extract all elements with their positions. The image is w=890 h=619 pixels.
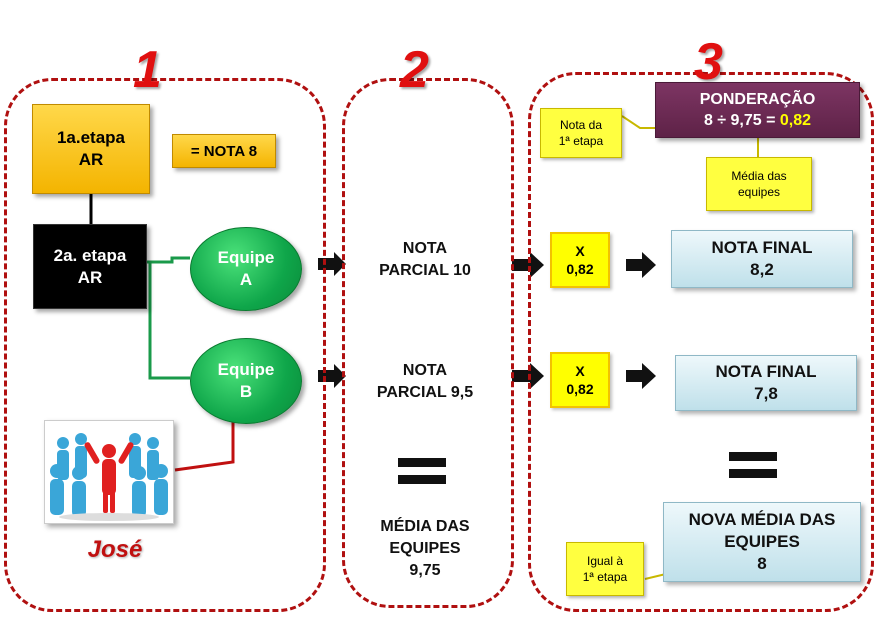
- panel-1-number: 1: [133, 41, 162, 99]
- stage2-line1: 2a. etapa: [53, 245, 127, 265]
- person-name: José: [87, 536, 143, 563]
- ponderacao-box: PONDERAÇÃO 8 ÷ 9,75 = 0,82: [655, 82, 860, 138]
- team-b-line2: B: [239, 382, 253, 401]
- new-mean-line1: NOVA MÉDIA DAS: [688, 510, 836, 529]
- arrow-multB-final: [626, 363, 656, 389]
- connector-jose-teamB: [174, 420, 235, 472]
- final-a-box: NOTA FINAL 8,2: [671, 230, 853, 288]
- partial-b-line2: PARCIAL 9,5: [376, 384, 474, 401]
- final-a-value: 8,2: [750, 260, 774, 279]
- arrow-teamB-partial: [318, 364, 346, 388]
- arrow-teamA-partial: [318, 252, 346, 276]
- mult-a-box: X 0,82: [550, 232, 610, 288]
- team-a-ellipse: Equipe A: [190, 227, 302, 311]
- stage2-box: 2a. etapa AR: [33, 224, 147, 309]
- final-a-label: NOTA FINAL: [711, 238, 813, 257]
- partial-a: NOTA PARCIAL 10: [350, 236, 500, 284]
- callout-igual-line1: Igual à: [586, 554, 624, 568]
- partial-b-line1: NOTA: [402, 362, 448, 379]
- arrow-partialB-mult: [512, 363, 544, 389]
- stage1-line1: 1a.etapa: [56, 128, 126, 147]
- people-image: [44, 420, 174, 524]
- callout-nota-line2: 1ª etapa: [558, 134, 604, 148]
- callout-igual-etapa1: Igual à 1ª etapa: [566, 542, 644, 596]
- new-mean-value: 8: [757, 554, 767, 573]
- stage2-line2: AR: [77, 267, 103, 287]
- callout-pointer-nota: [621, 115, 655, 129]
- callout-media-equipes: Média das equipes: [706, 157, 812, 211]
- partial-a-line2: PARCIAL 10: [379, 262, 471, 279]
- callout-nota-line1: Nota da: [559, 118, 603, 132]
- callout-nota-etapa1: Nota da 1ª etapa: [540, 108, 622, 158]
- team-a-line1: Equipe: [217, 248, 275, 267]
- stage1-line2: AR: [78, 150, 104, 169]
- mult-a-x: X: [575, 243, 585, 259]
- panel-3: [528, 72, 874, 612]
- new-mean-box: NOVA MÉDIA DAS EQUIPES 8: [663, 502, 861, 582]
- connector-stage2-teamA: [146, 256, 190, 264]
- ponderacao-result: 0,82: [779, 112, 812, 129]
- partial-a-line1: NOTA: [402, 240, 448, 257]
- crowd-with-leader-icon: [50, 433, 168, 521]
- callout-igual-line2: 1ª etapa: [582, 570, 628, 584]
- final-b-box: NOTA FINAL 7,8: [675, 355, 857, 411]
- mult-b-value: 0,82: [566, 381, 594, 397]
- team-a-line2: A: [239, 270, 253, 289]
- team-b-line1: Equipe: [217, 360, 275, 379]
- team-mean-line1: MÉDIA DAS: [380, 518, 470, 535]
- panel-3-number: 3: [694, 33, 723, 91]
- mult-b-x: X: [575, 363, 585, 379]
- mult-a-value: 0,82: [566, 261, 594, 277]
- ponderacao-formula-line: 8 ÷ 9,75 = 0,82: [704, 110, 811, 131]
- final-b-label: NOTA FINAL: [715, 362, 817, 381]
- connector-stage2-teamB: [148, 262, 190, 380]
- team-mean-line2: EQUIPES: [389, 540, 461, 557]
- final-b-value: 7,8: [754, 384, 778, 403]
- equals-sign-panel2: [398, 458, 446, 484]
- stage1-box: 1a.etapa AR: [32, 104, 150, 194]
- team-mean: MÉDIA DAS EQUIPES 9,75: [350, 514, 500, 584]
- arrow-multA-final: [626, 252, 656, 278]
- team-b-ellipse: Equipe B: [190, 338, 302, 424]
- partial-b: NOTA PARCIAL 9,5: [350, 358, 500, 406]
- callout-media-line1: Média das: [731, 169, 787, 183]
- mult-b-box: X 0,82: [550, 352, 610, 408]
- panel-1: [4, 78, 326, 612]
- ponderacao-title: PONDERAÇÃO: [699, 91, 816, 108]
- ponderacao-formula: 8 ÷ 9,75 =: [703, 112, 780, 129]
- panel-2: [342, 78, 514, 608]
- callout-media-line2: equipes: [737, 185, 781, 199]
- arrow-partialA-mult: [512, 252, 544, 278]
- panel-2-number: 2: [400, 41, 429, 99]
- new-mean-line2: EQUIPES: [724, 532, 800, 551]
- nota8-label: = NOTA 8: [190, 142, 258, 160]
- equals-sign-panel3: [729, 452, 777, 478]
- nota8-box: = NOTA 8: [172, 134, 276, 168]
- team-mean-value: 9,75: [409, 562, 441, 579]
